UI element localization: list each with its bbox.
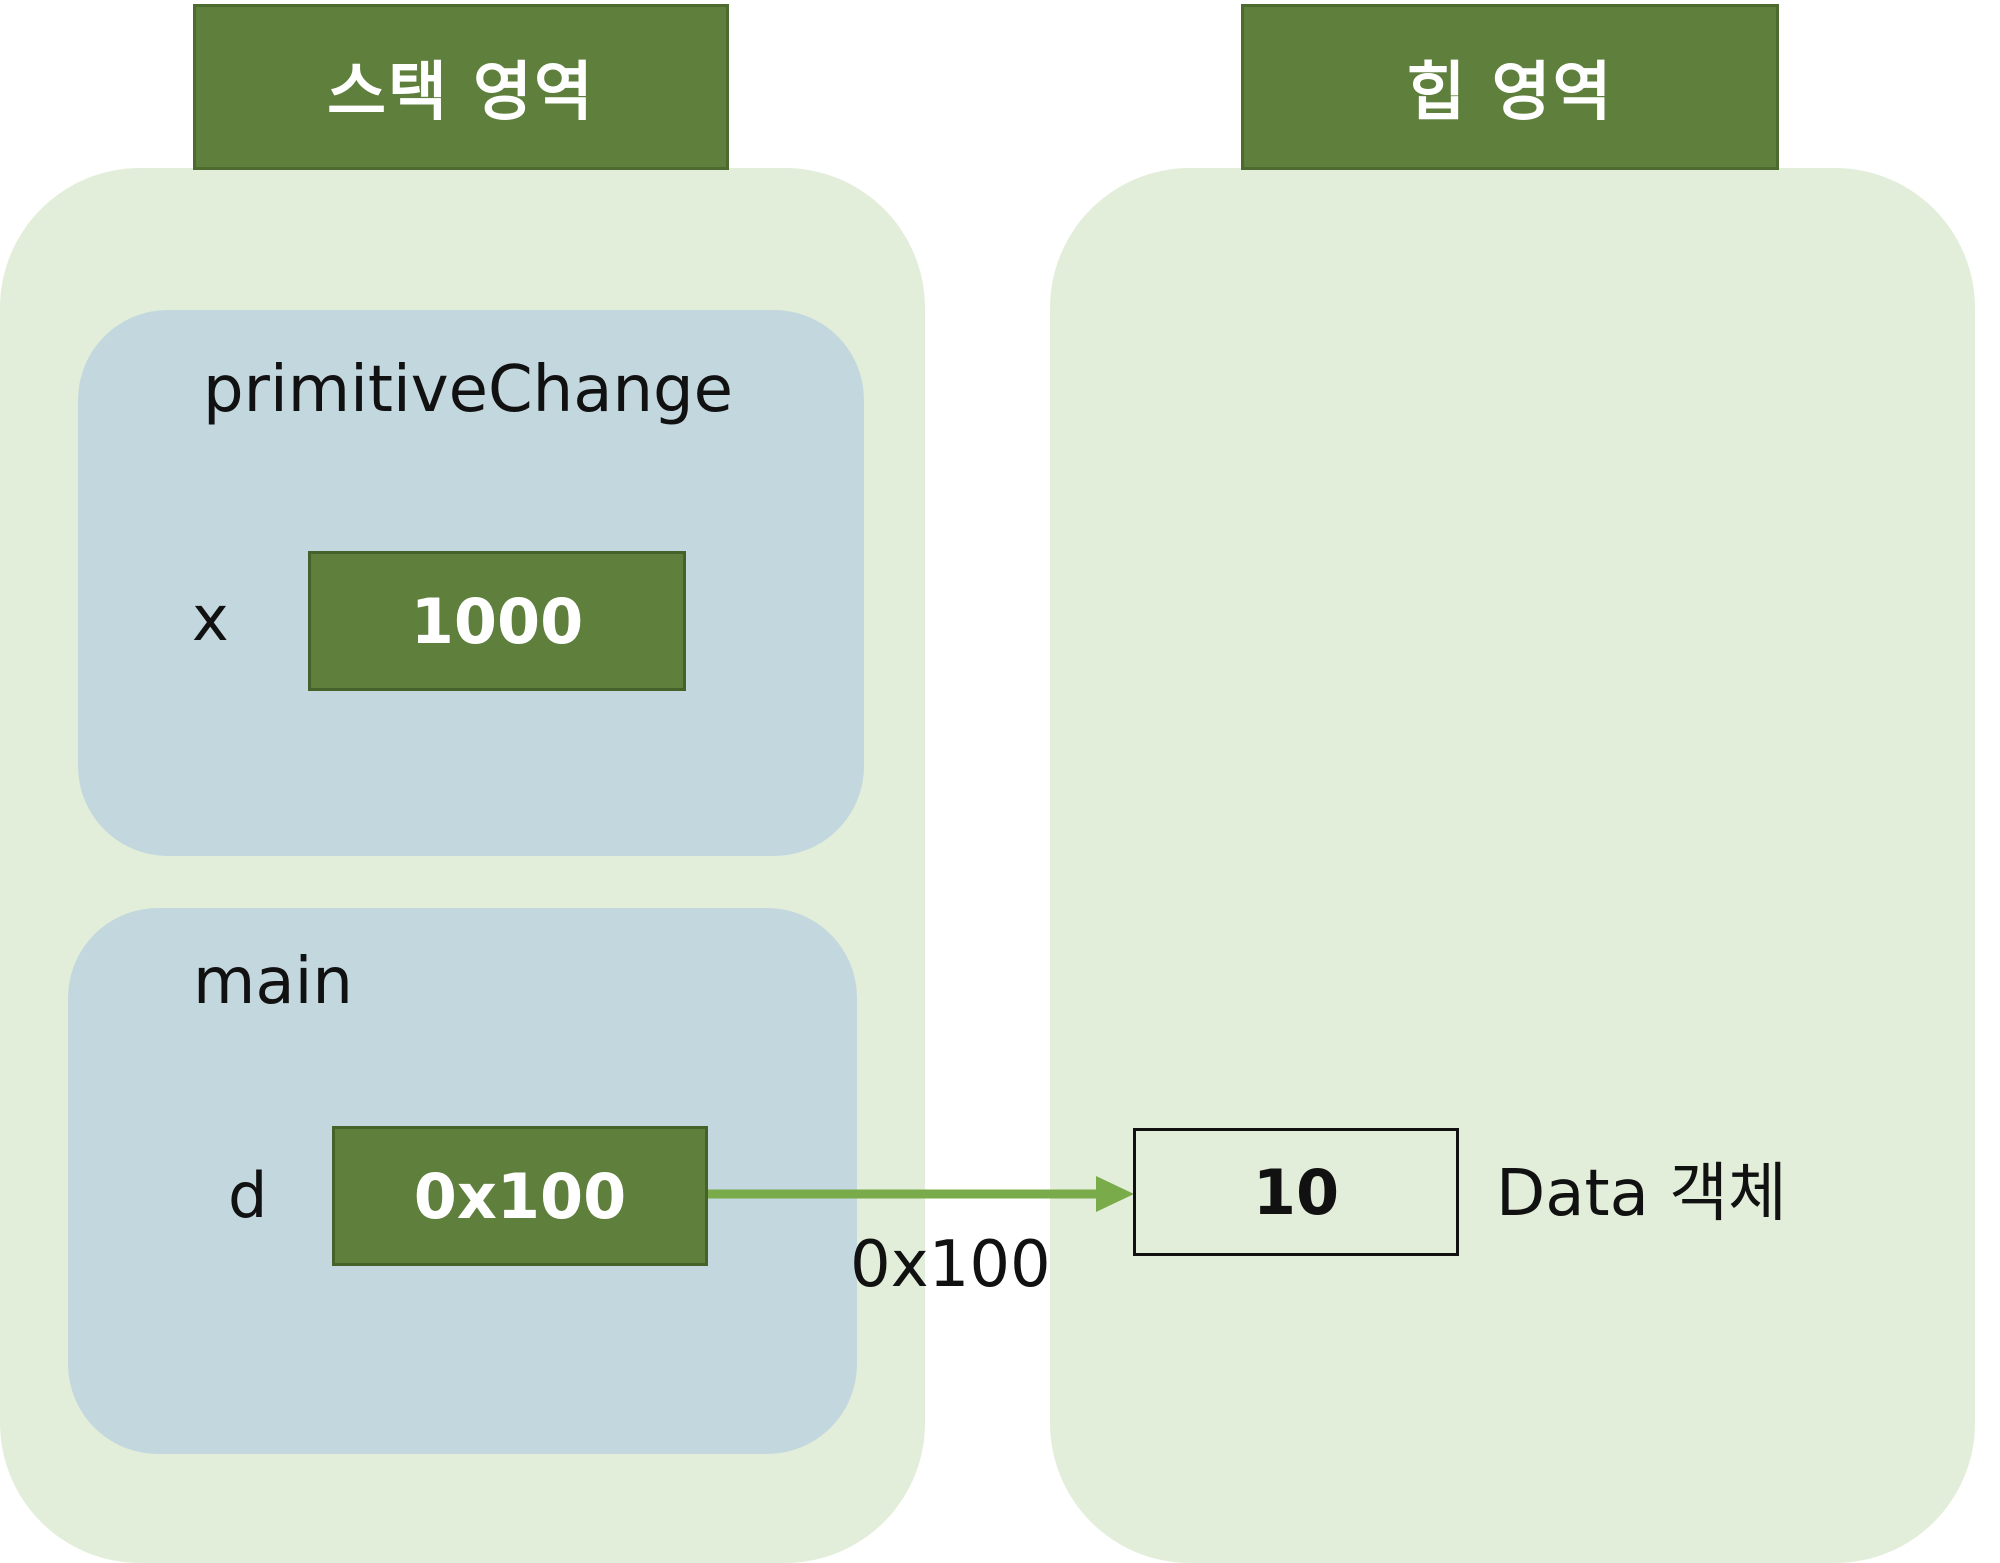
variable-name-d: d <box>228 1159 268 1232</box>
variable-value-x: 1000 <box>308 551 686 691</box>
reference-address-label: 0x100 <box>850 1228 1051 1302</box>
heap-area <box>1050 168 1975 1563</box>
variable-value-d: 0x100 <box>332 1126 708 1266</box>
variable-name-x: x <box>192 582 229 655</box>
heap-object-label: Data 객체 <box>1496 1157 1787 1231</box>
heap-area-header: 힙 영역 <box>1241 4 1779 170</box>
frame-name-main: main <box>193 945 353 1019</box>
reference-arrow-head <box>1096 1176 1134 1212</box>
stack-area-header: 스택 영역 <box>193 4 729 170</box>
frame-name-primitive-change: primitiveChange <box>203 353 733 427</box>
heap-object-data: 10 <box>1133 1128 1459 1256</box>
